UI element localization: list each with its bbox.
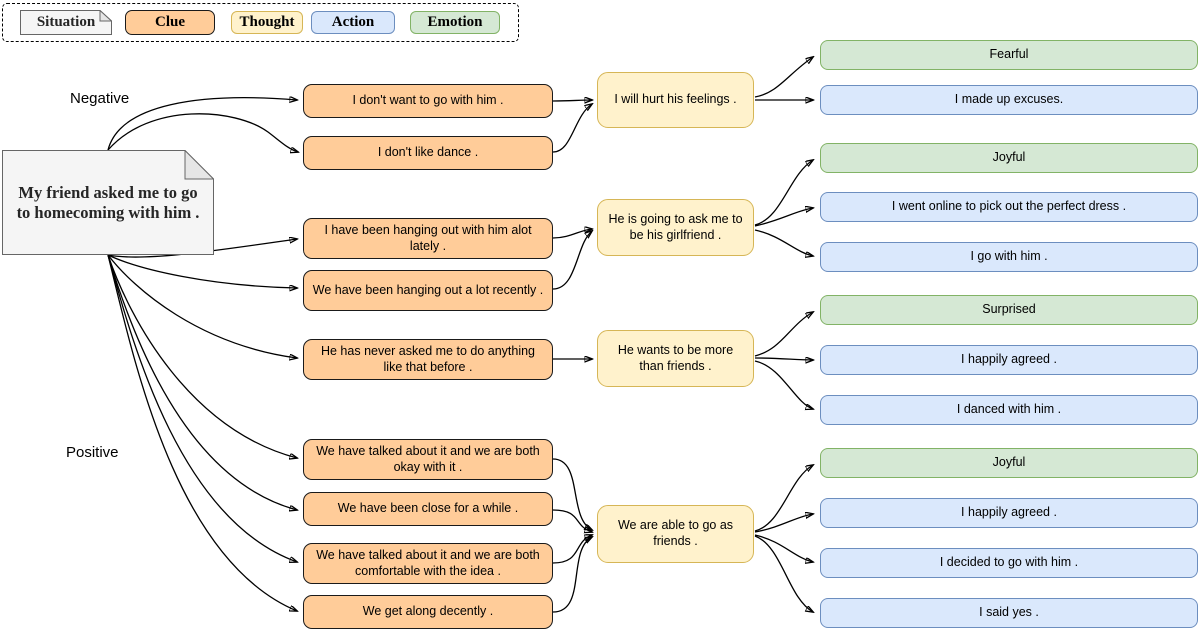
legend-action: Action (311, 11, 395, 34)
thought-node: I will hurt his feelings . (597, 72, 754, 128)
note-shape-icon (20, 10, 112, 35)
legend-thought: Thought (231, 11, 303, 34)
emotion-node: Joyful (820, 448, 1198, 478)
clue-node: We get along decently . (303, 595, 553, 629)
clue-node: We have been hanging out a lot recently … (303, 270, 553, 311)
action-node: I happily agreed . (820, 345, 1198, 375)
clue-node: He has never asked me to do anything lik… (303, 339, 553, 380)
action-node: I went online to pick out the perfect dr… (820, 192, 1198, 222)
situation-node: My friend asked me to go to homecoming w… (2, 149, 215, 255)
clue-node: We have talked about it and we are both … (303, 543, 553, 584)
legend: Situation Clue Thought Action Emotion (2, 3, 519, 42)
situation-text: My friend asked me to go to homecoming w… (16, 182, 200, 222)
action-node: I go with him . (820, 242, 1198, 272)
thought-node: He is going to ask me to be his girlfrie… (597, 199, 754, 256)
action-node: I said yes . (820, 598, 1198, 628)
action-node: I happily agreed . (820, 498, 1198, 528)
clue-node: I have been hanging out with him alot la… (303, 218, 553, 259)
action-node: I decided to go with him . (820, 548, 1198, 578)
clue-node: We have talked about it and we are both … (303, 439, 553, 480)
emotion-node: Fearful (820, 40, 1198, 70)
branch-label-positive: Positive (66, 444, 119, 461)
branch-label-negative: Negative (70, 90, 130, 107)
note-shape-icon (2, 149, 215, 255)
clue-node: We have been close for a while . (303, 492, 553, 526)
clue-node: I don't want to go with him . (303, 84, 553, 118)
legend-emotion: Emotion (410, 11, 500, 34)
legend-clue: Clue (125, 10, 215, 35)
legend-situation-shape: Situation (20, 10, 112, 35)
action-node: I danced with him . (820, 395, 1198, 425)
legend-situation-label: Situation (36, 14, 96, 30)
emotion-node: Surprised (820, 295, 1198, 325)
thought-node: He wants to be more than friends . (597, 330, 754, 387)
action-node: I made up excuses. (820, 85, 1198, 115)
thought-node: We are able to go as friends . (597, 505, 754, 563)
emotion-node: Joyful (820, 143, 1198, 173)
clue-node: I don't like dance . (303, 136, 553, 170)
